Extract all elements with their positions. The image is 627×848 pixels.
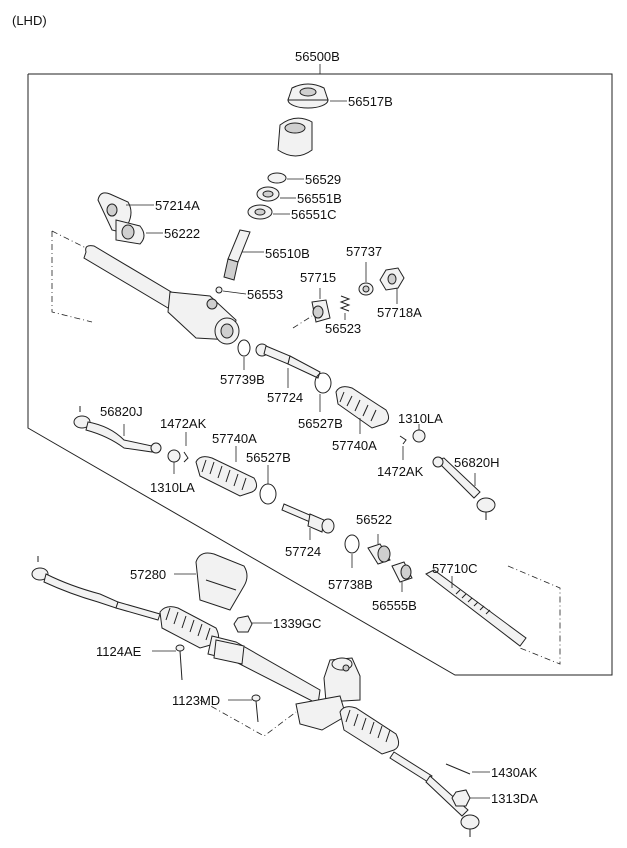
part-57718A-locknut[interactable] [379, 267, 405, 291]
label-56529[interactable]: 56529 [305, 172, 341, 187]
label-1472AK-right[interactable]: 1472AK [377, 464, 424, 479]
part-1472AK-pin-right[interactable] [399, 435, 407, 445]
label-56522[interactable]: 56522 [356, 512, 392, 527]
label-1313DA[interactable]: 1313DA [491, 791, 538, 806]
part-57724-inner-tie-rod-upper[interactable] [255, 343, 321, 379]
label-56517B[interactable]: 56517B [348, 94, 393, 109]
part-56527B-clamp-lower[interactable] [259, 483, 277, 505]
label-57724-upper[interactable]: 57724 [267, 390, 303, 405]
label-56820J[interactable]: 56820J [100, 404, 143, 419]
label-56820H[interactable]: 56820H [454, 455, 500, 470]
part-1310LA-nut-right[interactable] [412, 429, 426, 443]
part-1339GC-nut[interactable] [233, 615, 253, 633]
assembly-frame [27, 73, 613, 676]
label-57739B[interactable]: 57739B [220, 372, 265, 387]
part-57738B-ring[interactable] [344, 534, 360, 554]
label-1310LA-left[interactable]: 1310LA [150, 480, 195, 495]
part-56553-plug[interactable] [215, 286, 223, 294]
label-1472AK-left[interactable]: 1472AK [160, 416, 207, 431]
part-57739B-ring[interactable] [237, 339, 251, 357]
assembly-number-label[interactable]: 56500B [295, 49, 340, 64]
part-56517B-cap[interactable] [287, 83, 329, 109]
label-1123MD[interactable]: 1123MD [172, 693, 220, 708]
part-56555B-bushing[interactable] [391, 561, 413, 583]
label-57214A[interactable]: 57214A [155, 198, 200, 213]
part-56523-spring[interactable] [339, 295, 351, 312]
part-57740A-boot-upper[interactable] [335, 386, 390, 429]
label-1339GC[interactable]: 1339GC [273, 616, 321, 631]
label-56555B[interactable]: 56555B [372, 598, 417, 613]
part-57710C-rack-bar[interactable] [425, 569, 527, 647]
part-1123MD-bolt[interactable] [251, 694, 261, 723]
part-57715-yoke[interactable] [311, 299, 331, 323]
part-56222-bushing[interactable] [115, 219, 145, 245]
part-56820H-tie-rod-end[interactable] [432, 456, 496, 520]
part-1313DA-castle-nut[interactable] [451, 789, 471, 807]
rack-housing-upper [83, 245, 240, 345]
part-56551C-bearing[interactable] [247, 204, 273, 220]
part-56522-bushing[interactable] [367, 543, 391, 565]
label-57715[interactable]: 57715 [300, 270, 336, 285]
label-56551C[interactable]: 56551C [291, 207, 337, 222]
label-57710C[interactable]: 57710C [432, 561, 478, 576]
label-1310LA-right[interactable]: 1310LA [398, 411, 443, 426]
part-1124AE-bolt[interactable] [175, 644, 185, 681]
part-1430AK-cotter-pin[interactable] [445, 763, 471, 775]
label-57718A[interactable]: 57718A [377, 305, 422, 320]
part-56510B-pinion-shaft[interactable] [223, 229, 251, 281]
label-57737[interactable]: 57737 [346, 244, 382, 259]
label-57740A-upper[interactable]: 57740A [332, 438, 377, 453]
part-1310LA-nut-left[interactable] [167, 449, 181, 463]
label-56551B[interactable]: 56551B [297, 191, 342, 206]
part-57280-bracket[interactable] [195, 552, 248, 611]
part-57737-plug[interactable] [358, 282, 374, 296]
label-56527B-lower[interactable]: 56527B [246, 450, 291, 465]
label-56553[interactable]: 56553 [247, 287, 283, 302]
pinion-cover-body [277, 117, 313, 157]
steering-gear-assembly-complete [31, 556, 480, 837]
label-57280[interactable]: 57280 [130, 567, 166, 582]
label-56523[interactable]: 56523 [325, 321, 361, 336]
label-57738B[interactable]: 57738B [328, 577, 373, 592]
part-1472AK-pin-left[interactable] [183, 451, 189, 463]
part-57740A-boot-lower[interactable] [195, 456, 258, 497]
label-57724-lower[interactable]: 57724 [285, 544, 321, 559]
part-56820J-tie-rod-end[interactable] [73, 406, 162, 454]
label-56527B-upper[interactable]: 56527B [298, 416, 343, 431]
label-56510B[interactable]: 56510B [265, 246, 310, 261]
variant-label: (LHD) [12, 13, 47, 28]
part-56529-seal[interactable] [267, 172, 287, 184]
part-57724-inner-tie-rod-lower[interactable] [281, 503, 335, 534]
part-56551B-bearing[interactable] [256, 186, 280, 202]
label-1430AK[interactable]: 1430AK [491, 765, 538, 780]
part-56527B-clamp-upper[interactable] [314, 372, 332, 394]
label-57740A-lower[interactable]: 57740A [212, 431, 257, 446]
label-1124AE[interactable]: 1124AE [96, 644, 142, 659]
label-56222[interactable]: 56222 [164, 226, 200, 241]
